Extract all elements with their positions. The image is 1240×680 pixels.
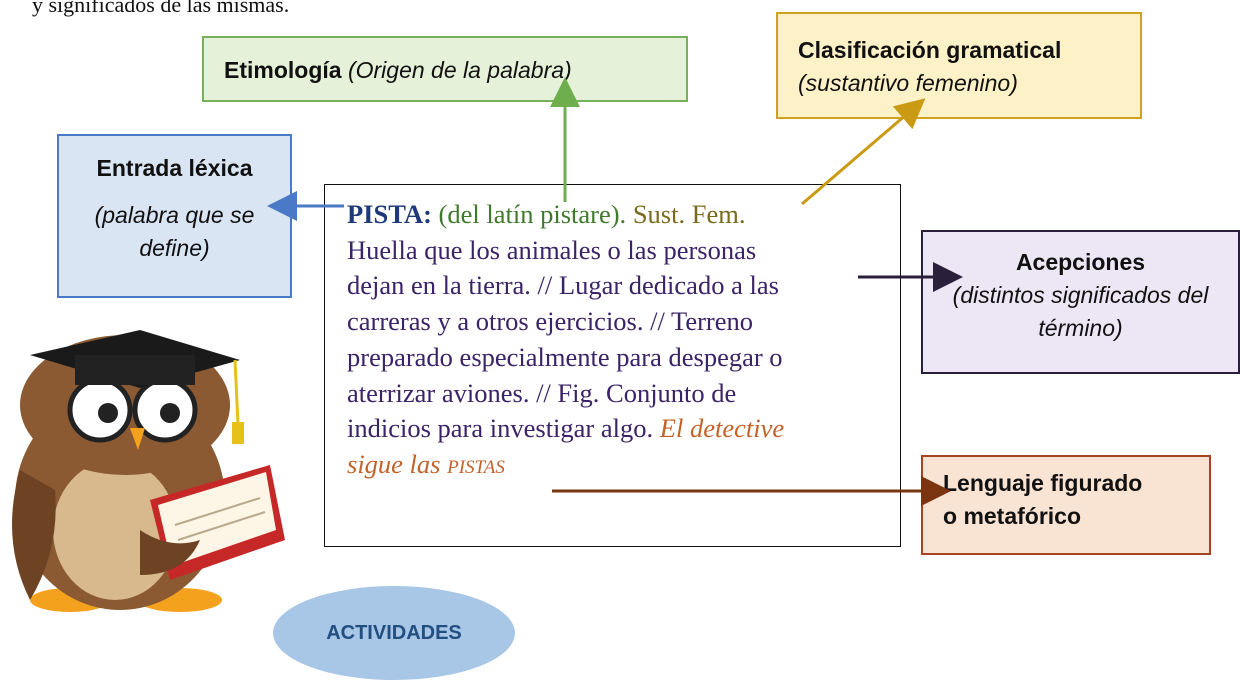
example-part-c: PISTAS — [447, 456, 505, 478]
definition-box: PISTA: (del latín pistare). Sust. Fem. H… — [324, 184, 901, 547]
clasificacion-box: Clasificación gramatical (sustantivo fem… — [776, 12, 1142, 119]
etimologia-box: Etimología (Origen de la palabra) — [202, 36, 688, 102]
def-line-1: PISTA: (del latín pistare). Sust. Fem. — [347, 197, 886, 233]
etimologia-desc: (Origen de la palabra) — [347, 57, 572, 83]
def-line-3: dejan en la tierra. // Lugar dedicado a … — [347, 270, 779, 301]
etimologia-title: Etimología — [224, 57, 342, 83]
acepciones-desc: (distintos significados del término) — [952, 282, 1209, 341]
clasificacion-desc: (sustantivo femenino) — [798, 70, 1018, 96]
def-line-8: sigue las PISTAS — [347, 447, 886, 486]
actividades-button[interactable]: ACTIVIDADES — [273, 586, 515, 680]
lenguaje-box: Lenguaje figurado o metafórico — [921, 455, 1211, 555]
lenguaje-line-1: Lenguaje figurado — [943, 470, 1143, 496]
clasificacion-title: Clasificación gramatical — [798, 37, 1062, 63]
entrada-box: Entrada léxica (palabra que se define) — [57, 134, 292, 298]
acepciones-title: Acepciones — [1015, 249, 1146, 275]
entrada-title: Entrada léxica — [96, 155, 253, 181]
acepciones-box: Acepciones (distintos significados del t… — [921, 230, 1240, 374]
intro-line: y significados de las mismas. — [32, 0, 290, 17]
def-line-7-text: indicios para investigar algo. — [347, 413, 654, 444]
def-gramatica: Sust. Fem. — [632, 199, 746, 229]
entrada-desc: (palabra que se define) — [94, 202, 255, 261]
def-line-5: preparado especialmente para despegar o — [347, 341, 783, 372]
owl-graduate-illustration — [12, 330, 285, 612]
def-line-4: carreras y a otros ejercicios. // Terren… — [347, 306, 754, 337]
def-line-7: indicios para investigar algo. El detect… — [347, 411, 886, 447]
lenguaje-line-2: o metafórico — [943, 503, 1082, 529]
example-part-a: El detective — [659, 413, 785, 444]
headword: PISTA: — [347, 199, 432, 229]
def-origen: (del latín pistare). — [438, 199, 627, 229]
example-part-b: sigue las — [347, 448, 441, 479]
def-line-6: aterrizar aviones. // Fig. Conjunto de — [347, 377, 737, 408]
def-line-2: Huella que los animales o las personas — [347, 234, 757, 265]
